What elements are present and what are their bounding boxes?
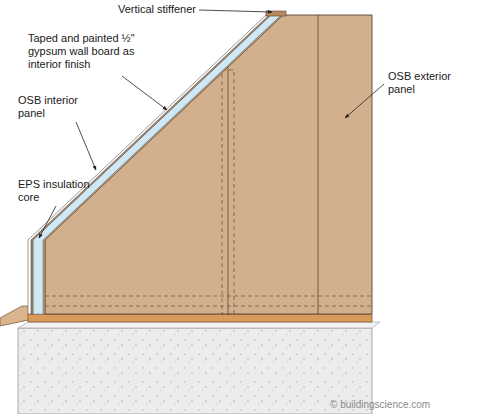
- concrete-foundation: [18, 328, 372, 414]
- sill-plate: [28, 314, 372, 322]
- gypsum-board: [28, 15, 269, 314]
- watermark: © buildingscience.com: [330, 398, 490, 411]
- foundation-top: [18, 322, 380, 328]
- part-label: EPS insulation core: [18, 178, 92, 204]
- part-label: OSB interior panel: [18, 94, 92, 120]
- osb-exterior-face: [45, 15, 372, 314]
- panel-seam: [318, 15, 319, 314]
- part-label: Vertical stiffener: [92, 3, 196, 16]
- leader-lines: [39, 10, 384, 238]
- part-label: OSB exterior panel: [388, 70, 468, 96]
- panel-seam: [228, 67, 229, 314]
- part-label: Taped and painted ½" gypsum wall board a…: [28, 32, 156, 71]
